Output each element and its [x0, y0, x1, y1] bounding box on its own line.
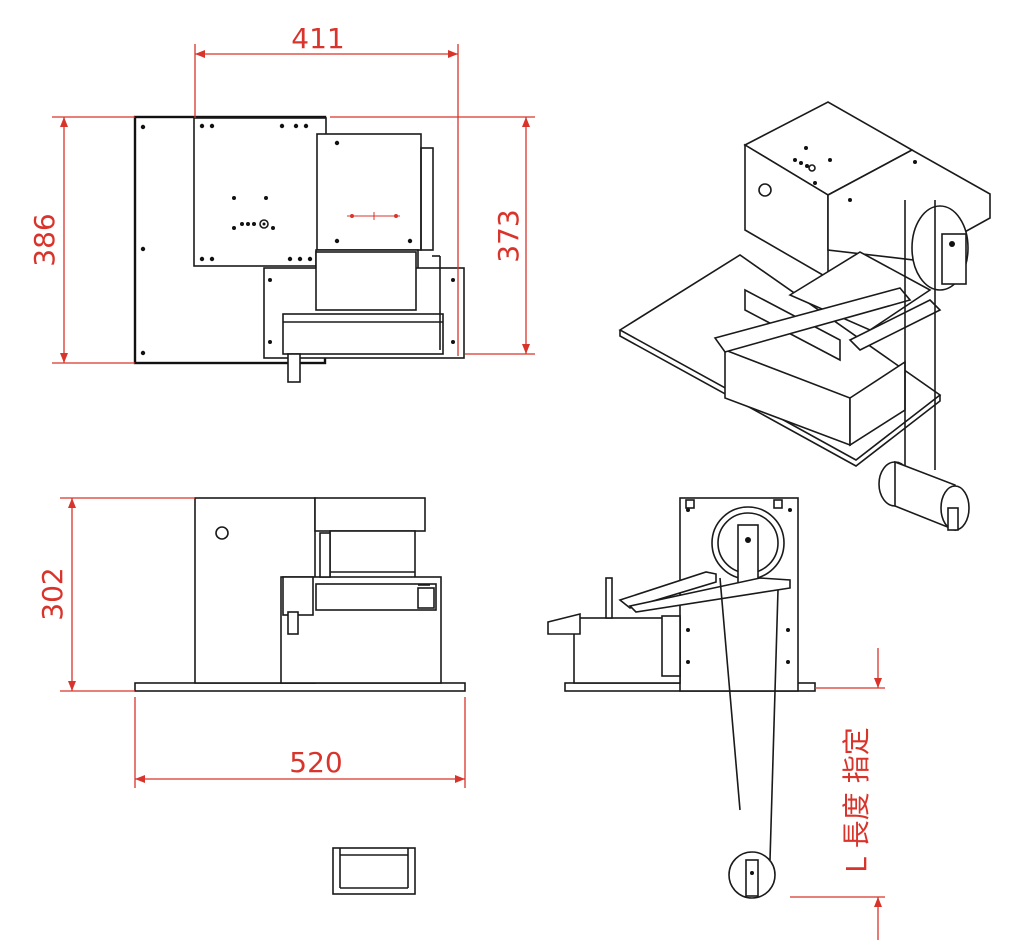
dimension-label-373: 373	[492, 209, 525, 262]
small-tray-part	[332, 847, 416, 895]
iso-roll-bracket	[941, 233, 967, 285]
dimension-label-411: 411	[291, 22, 344, 55]
top-tray-inner	[282, 313, 444, 355]
dimension-left-height: 386	[28, 116, 135, 364]
dimension-label-520: 520	[289, 746, 342, 779]
dimension-label-386: 386	[28, 213, 61, 266]
top-handle	[287, 353, 301, 383]
side-guide-arm	[618, 571, 717, 609]
side-view	[547, 497, 816, 899]
top-head-block	[193, 117, 327, 267]
side-guide-lower	[628, 577, 791, 613]
top-feed-box-front	[315, 251, 417, 311]
front-top-cover	[314, 497, 426, 532]
side-tray-post	[605, 577, 613, 619]
dimension-right-height: 373	[330, 116, 535, 355]
iso-guide-bar2	[848, 299, 942, 351]
front-side-rail	[319, 532, 331, 578]
dimension-length: L 長度 指定	[790, 648, 885, 940]
dimension-top-width: 411	[194, 22, 459, 356]
front-base-plate	[134, 682, 466, 692]
dimension-front-width: 520	[134, 697, 466, 788]
front-handle	[287, 611, 299, 635]
front-view	[134, 497, 466, 692]
side-tray-wall	[661, 615, 681, 677]
front-tray-left	[282, 576, 314, 616]
isometric-view	[618, 101, 991, 532]
front-tray-mid	[315, 583, 437, 611]
iso-guide-bar	[713, 287, 912, 353]
side-roll-bracket	[737, 524, 759, 586]
top-cover-edge	[420, 147, 434, 251]
dimension-label-length: L 長度 指定	[840, 727, 873, 872]
dimension-front-height: 302	[36, 497, 195, 692]
side-tray-lip	[547, 612, 581, 635]
front-bracket	[417, 587, 435, 609]
dimension-label-302: 302	[36, 567, 69, 620]
front-hole	[215, 526, 229, 540]
top-cover	[316, 133, 422, 251]
top-view	[133, 115, 465, 383]
